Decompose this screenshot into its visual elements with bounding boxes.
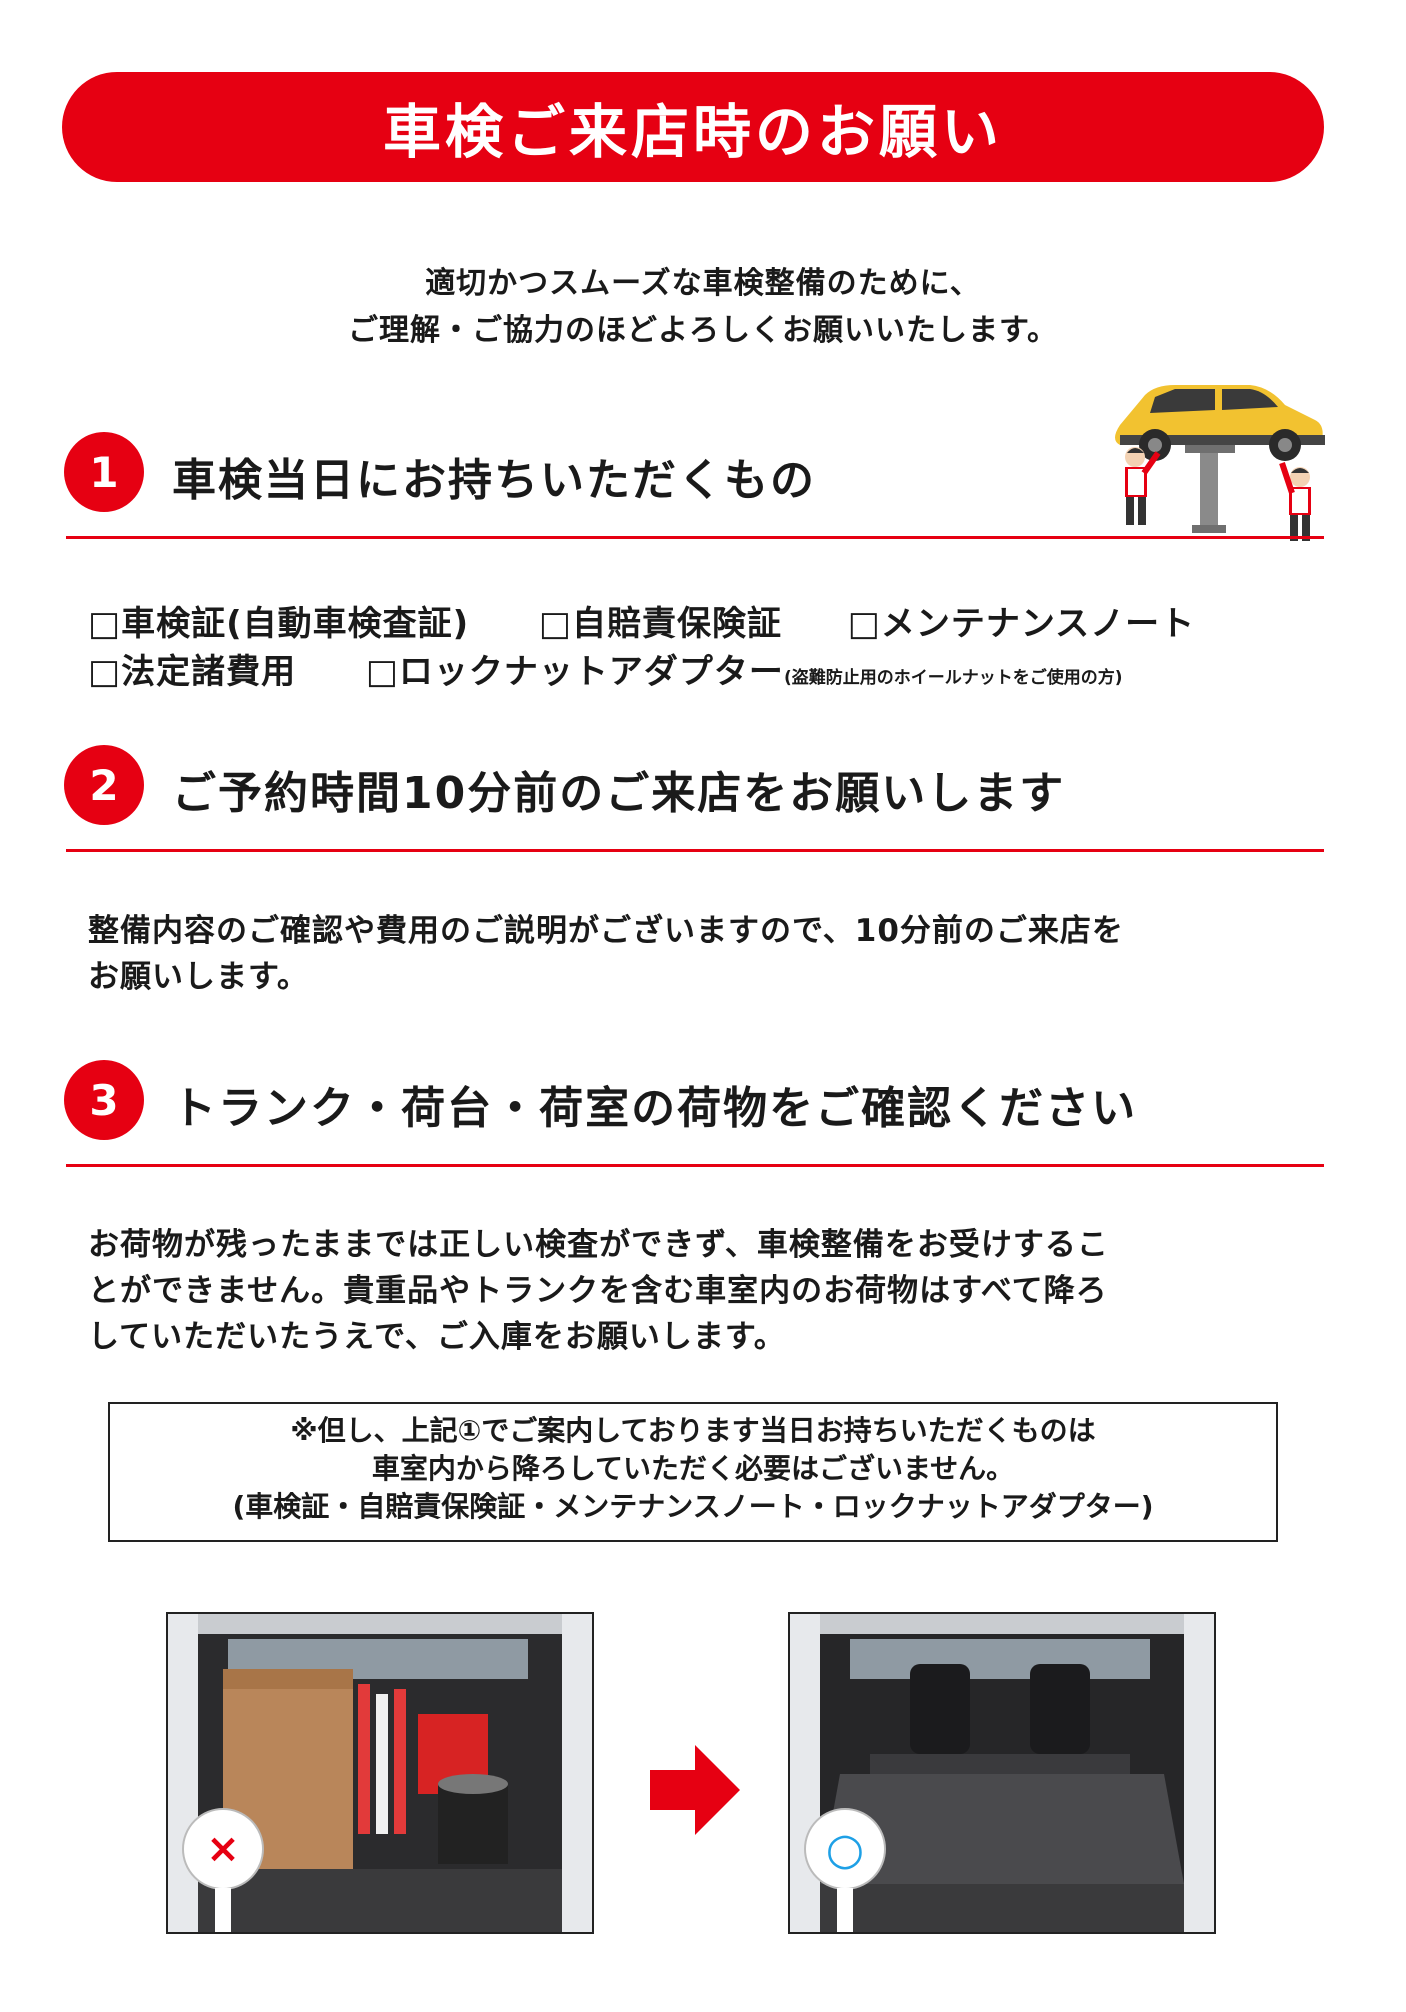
intro-line-1: 適切かつスムーズな車検整備のために、 xyxy=(425,266,981,301)
good-marker-icon: ○ xyxy=(825,1823,865,1875)
notice-line-2: 車室内から降ろしていただく必要はございません。 xyxy=(371,1452,1015,1485)
cluttered-trunk-photo: × xyxy=(166,1612,594,1934)
title-banner: 車検ご来店時のお願い xyxy=(62,72,1324,182)
section-2-heading: ご予約時間10分前のご来店をお願いします xyxy=(172,768,1066,819)
section-3-body-line-1: お荷物が残ったままでは正しい検査ができず、車検整備をお受けするこ xyxy=(88,1227,1109,1263)
section-3-number: 3 xyxy=(64,1060,144,1140)
section-3-divider xyxy=(66,1164,1324,1167)
section-3-body: お荷物が残ったままでは正しい検査ができず、車検整備をお受けするこ とができません… xyxy=(88,1222,1328,1360)
checklist-item-liability-insurance: □自賠責保険証 xyxy=(538,604,783,644)
section-2-body-line-2: お願いします。 xyxy=(88,959,309,995)
clean-trunk-photo: ○ xyxy=(788,1612,1216,1934)
checklist-note: (盗難防止用のホイールナットをご使用の方) xyxy=(783,668,1123,688)
checklist-row-1: □車検証(自動車検査証) □自賠責保険証 □メンテナンスノート xyxy=(88,596,1195,645)
section-3-heading: トランク・荷台・荷室の荷物をご確認ください xyxy=(172,1083,1138,1134)
section-2-body: 整備内容のご確認や費用のご説明がございますので、10分前のご来店を お願いします… xyxy=(88,908,1328,1000)
section-1-heading: 車検当日にお持ちいただくもの xyxy=(172,455,816,506)
checklist-item-lock-nut-adapter: □ロックナットアダプター xyxy=(365,652,784,692)
section-3-body-line-2: とができません。貴重品やトランクを含む車室内のお荷物はすべて降ろ xyxy=(88,1273,1108,1309)
notice-line-1: ※但し、上記①でご案内しております当日お持ちいただくものは xyxy=(290,1414,1096,1447)
bad-marker-icon: × xyxy=(206,1826,240,1872)
checklist-item-legal-fees: □法定諸費用 xyxy=(88,652,297,692)
mechanics-lifting-car-illustration xyxy=(1100,365,1330,545)
checklist-row-2: □法定諸費用 □ロックナットアダプター(盗難防止用のホイールナットをご使用の方) xyxy=(88,644,1122,693)
section-3-body-line-3: していただいたうえで、ご入庫をお願いします。 xyxy=(88,1319,786,1355)
section-2-divider xyxy=(66,849,1324,852)
checklist-item-maintenance-note: □メンテナンスノート xyxy=(847,604,1196,644)
notice-box: ※但し、上記①でご案内しております当日お持ちいただくものは 車室内から降ろしてい… xyxy=(108,1402,1278,1542)
notice-line-3: (車検証・自賠責保険証・メンテナンスノート・ロックナットアダプター) xyxy=(232,1490,1154,1523)
section-2-body-line-1: 整備内容のご確認や費用のご説明がございますので、10分前のご来店を xyxy=(88,913,1124,949)
page-title: 車検ご来店時のお願い xyxy=(382,98,1003,166)
arrow-right-icon xyxy=(650,1740,740,1844)
checklist-item-vehicle-inspection-certificate: □車検証(自動車検査証) xyxy=(88,604,470,644)
section-1-divider xyxy=(66,536,1324,539)
section-1-number: 1 xyxy=(64,432,144,512)
section-2-number: 2 xyxy=(64,745,144,825)
intro-line-2: ご理解・ご協力のほどよろしくお願いいたします。 xyxy=(348,313,1058,348)
